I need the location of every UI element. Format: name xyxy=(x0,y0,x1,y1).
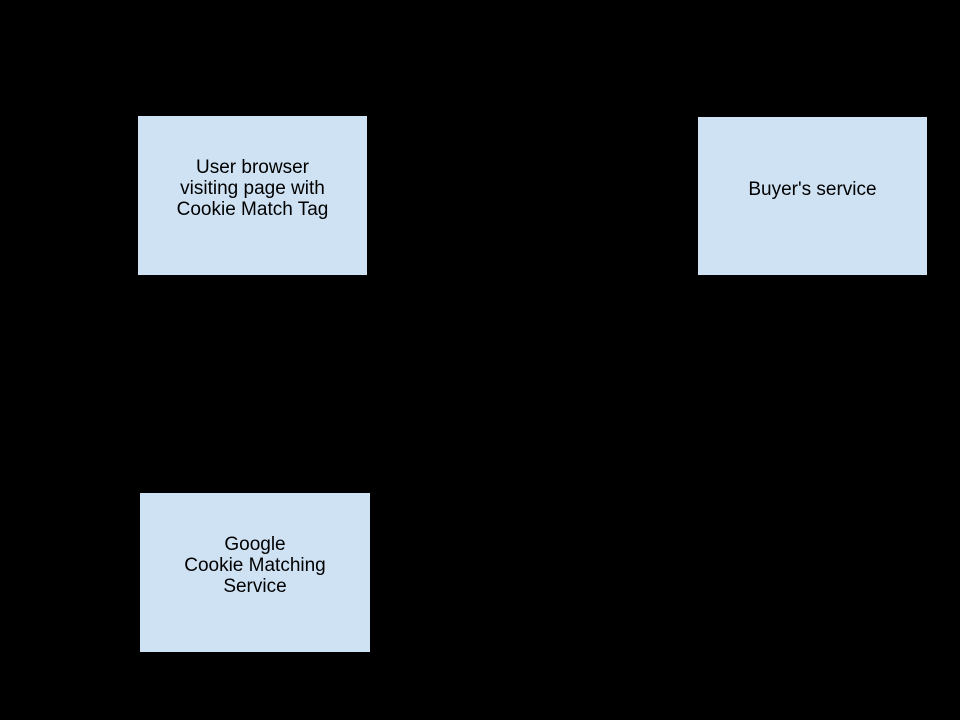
node-user-browser: User browser visiting page with Cookie M… xyxy=(137,115,368,276)
node-buyers-service: Buyer's service xyxy=(697,116,928,276)
node-google-cookie-matching-service-label: Google Cookie Matching Service xyxy=(184,534,326,597)
node-buyers-service-label: Buyer's service xyxy=(748,178,877,200)
node-google-cookie-matching-service: Google Cookie Matching Service xyxy=(139,492,371,653)
node-user-browser-label: User browser visiting page with Cookie M… xyxy=(176,157,329,220)
